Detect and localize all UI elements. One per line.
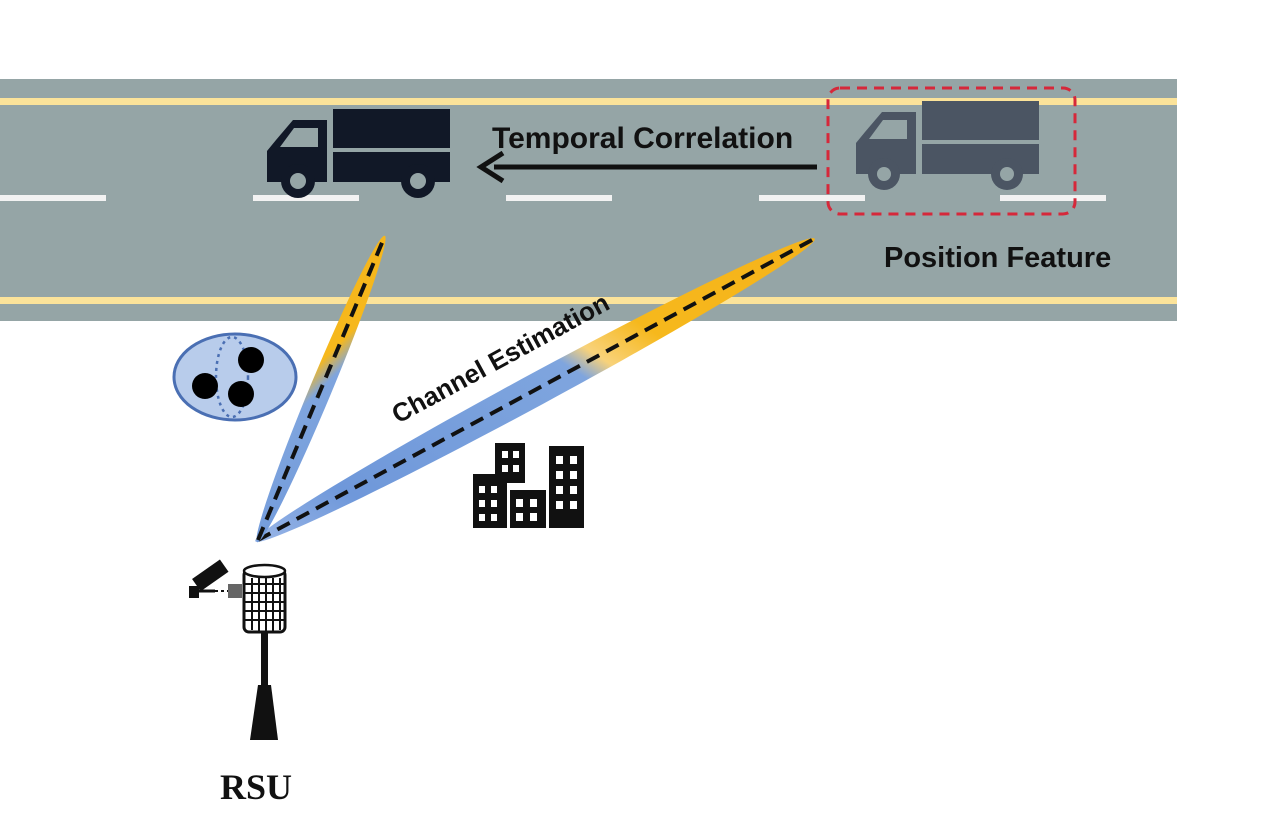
beam-far <box>255 238 815 542</box>
beam-path <box>256 237 386 541</box>
truck-icon <box>267 109 450 198</box>
lane-dash <box>253 195 359 201</box>
lane-dash <box>1000 195 1106 201</box>
lane-dash <box>0 195 106 201</box>
position-feature-label: Position Feature <box>884 242 1111 274</box>
position-feature-box <box>826 86 1077 216</box>
rsu-label: RSU <box>220 767 292 807</box>
beam-path <box>257 238 813 542</box>
lane-dash <box>506 195 612 201</box>
truck-icon <box>856 101 1039 190</box>
camera-icon <box>189 559 243 598</box>
buildings-icon <box>473 443 584 528</box>
road-bottom-edge-line <box>0 297 1177 304</box>
lane-dashes <box>0 195 1106 201</box>
road-top-edge-line <box>0 98 1177 105</box>
temporal-correlation-arrow <box>476 150 817 184</box>
lane-dash <box>759 195 865 201</box>
scatterer-cluster-icon <box>172 332 298 422</box>
beam-near <box>256 235 386 543</box>
rsu-antenna-icon <box>242 563 287 740</box>
temporal-correlation-label: Temporal Correlation <box>492 122 793 155</box>
